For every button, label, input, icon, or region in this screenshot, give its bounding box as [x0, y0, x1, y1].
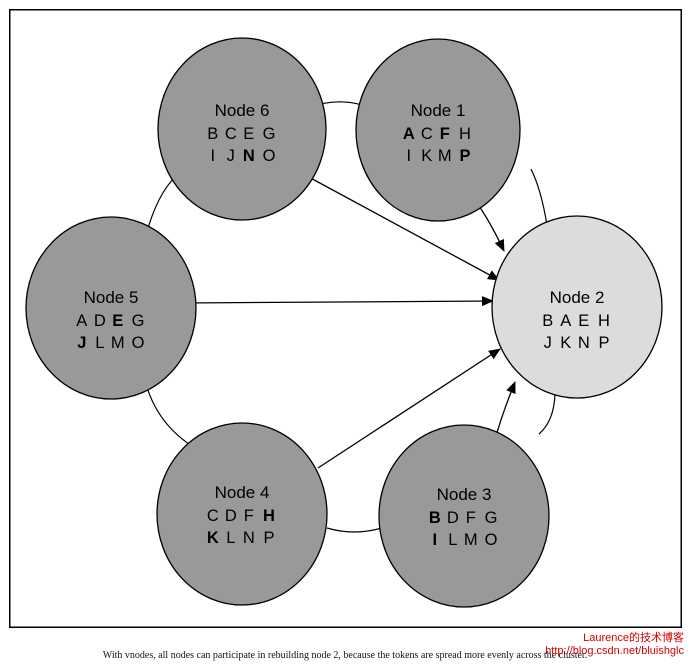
arrow-node5-to-node2	[181, 296, 494, 307]
figure-caption: With vnodes, all nodes can participate i…	[102, 650, 588, 661]
node-5-tokens-row-2: J L M O	[77, 334, 144, 352]
node-4-title: Node 4	[215, 483, 270, 502]
diagram-frame	[9, 9, 682, 628]
node-6-token: C	[225, 125, 237, 143]
node-1-token: M	[438, 147, 452, 165]
node-3-tokens-row-1: B D F G	[429, 509, 498, 527]
node-5-token: O	[132, 334, 145, 352]
node-5-token: M	[111, 334, 125, 352]
node-6-token: E	[243, 125, 254, 143]
node-1-token: H	[459, 125, 471, 143]
node-2-token: A	[560, 312, 571, 330]
node-2-token: J	[544, 334, 552, 352]
node-5-token: L	[95, 334, 104, 352]
node-1-token: A	[403, 125, 415, 143]
node-1-token: P	[459, 147, 470, 165]
watermark-url: http://blog.csdn.net/bluishglc	[545, 645, 684, 657]
node-5-circle	[25, 216, 197, 400]
node-1-token: C	[421, 125, 433, 143]
node-4-token: C	[207, 507, 219, 525]
node-6-title: Node 6	[215, 101, 270, 120]
node-2-token: N	[578, 334, 590, 352]
node-6-circle	[157, 37, 327, 221]
node-3-token: G	[485, 509, 498, 527]
node-4-token: K	[207, 529, 219, 547]
node-1: Node 1 A C F H I K M P	[355, 38, 521, 222]
ring-link-1-2-outer	[530, 168, 548, 226]
ring-link-3-2-outer	[538, 393, 556, 435]
node-1-token: I	[406, 147, 411, 165]
node-5-token: D	[94, 312, 106, 330]
node-6-token: O	[263, 147, 276, 165]
node-3-token: L	[448, 531, 457, 549]
node-4-token: P	[263, 529, 274, 547]
node-1-token: F	[440, 125, 450, 143]
node-6: Node 6 B C E G I J N O	[157, 37, 327, 221]
node-4-token: N	[243, 529, 255, 547]
node-1-tokens-row-2: I K M P	[406, 147, 470, 165]
node-2-tokens-row-2: J K N P	[544, 334, 610, 352]
node-1-circle	[355, 38, 521, 222]
node-6-token: G	[263, 125, 276, 143]
node-5-token: G	[132, 312, 145, 330]
node-3-title: Node 3	[437, 485, 492, 504]
node-2-title: Node 2	[550, 288, 605, 307]
node-3-token: I	[432, 531, 437, 549]
node-3-token: D	[447, 509, 459, 527]
node-1-token: K	[421, 147, 432, 165]
node-4-tokens-row-2: K L N P	[207, 529, 275, 547]
node-5: Node 5 A D E G J L M O	[25, 216, 197, 400]
ring-link-4-3	[326, 527, 383, 533]
vnodes-diagram: Node 6 B C E G I J N O Node 1 A C F H I …	[9, 9, 682, 628]
node-6-token: J	[227, 147, 235, 165]
node-2: Node 2 B A E H J K N P	[491, 215, 663, 399]
node-4-token: H	[263, 507, 275, 525]
node-4-token: D	[225, 507, 237, 525]
arrow-node4-to-node2	[317, 348, 501, 469]
node-1-title: Node 1	[411, 101, 466, 120]
node-5-token: E	[112, 312, 123, 330]
node-2-token: K	[560, 334, 571, 352]
node-6-token: B	[207, 125, 218, 143]
node-5-title: Node 5	[84, 288, 139, 307]
node-4-token: L	[226, 529, 235, 547]
node-4: Node 4 C D F H K L N P	[156, 422, 328, 606]
node-6-token: N	[243, 147, 255, 165]
node-3-token: M	[464, 531, 478, 549]
node-2-token: H	[598, 312, 610, 330]
node-1-tokens-row-1: A C F H	[403, 125, 471, 143]
arrow-node6-to-node2	[304, 174, 500, 281]
node-5-token: A	[76, 312, 87, 330]
node-6-tokens-row-1: B C E G	[207, 125, 275, 143]
node-3-token: B	[429, 509, 441, 527]
node-3: Node 3 B D F G I L M O	[378, 424, 550, 608]
node-5-tokens-row-1: A D E G	[76, 312, 144, 330]
node-2-circle	[491, 215, 663, 399]
node-3-token: O	[485, 531, 498, 549]
node-6-tokens-row-2: I J N O	[210, 147, 275, 165]
watermark-title: Laurence的技术博客	[583, 632, 684, 644]
node-2-token: E	[578, 312, 589, 330]
node-4-token: F	[244, 507, 254, 525]
node-2-tokens-row-1: B A E H	[542, 312, 610, 330]
node-6-token: I	[210, 147, 215, 165]
node-4-tokens-row-1: C D F H	[207, 507, 275, 525]
node-5-token: J	[77, 334, 86, 352]
ring-link-6-5	[145, 176, 176, 236]
node-2-token: P	[598, 334, 609, 352]
node-3-tokens-row-2: I L M O	[432, 531, 497, 549]
node-3-circle	[378, 424, 550, 608]
node-3-token: F	[466, 509, 476, 527]
node-4-circle	[156, 422, 328, 606]
node-2-token: B	[542, 312, 553, 330]
watermark: Laurence的技术博客 http://blog.csdn.net/bluis…	[545, 632, 684, 658]
